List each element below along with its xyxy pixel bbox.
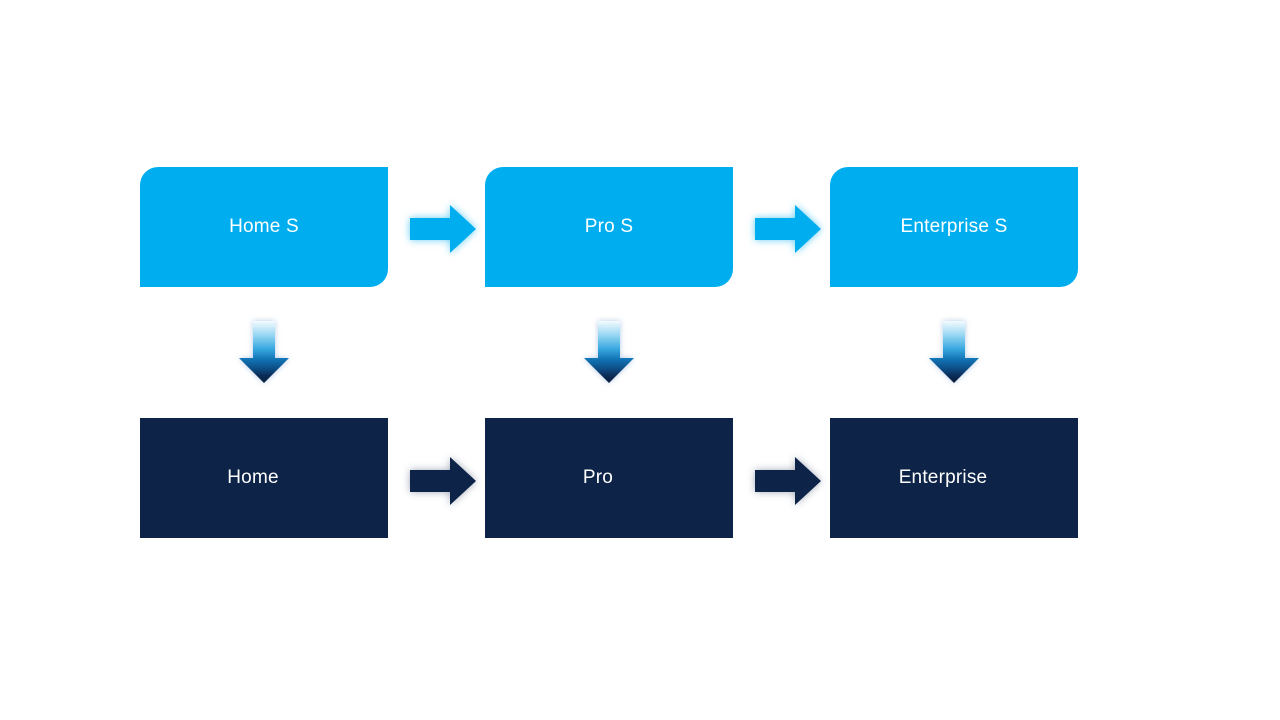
process-box-pro-s: Pro S [485, 167, 733, 287]
process-box-label: Home [227, 467, 279, 488]
down-arrow-icon [239, 321, 289, 383]
right-arrow-icon [755, 457, 821, 505]
right-arrow-home-to-pro [410, 457, 476, 505]
right-arrow-pro-s-to-enterprise-s [755, 205, 821, 253]
right-arrow-home-s-to-pro-s [410, 205, 476, 253]
right-arrow-icon [755, 205, 821, 253]
down-arrow-home-s-to-home [239, 321, 289, 383]
right-arrow-icon [410, 457, 476, 505]
process-box-label: Pro S [584, 216, 634, 237]
right-arrow-pro-to-enterprise [755, 457, 821, 505]
down-arrow-enterprise-s-to-enterprise [929, 321, 979, 383]
down-arrow-icon [584, 321, 634, 383]
process-box-pro: Pro [485, 418, 733, 538]
process-box-label: Pro [582, 467, 614, 488]
process-box-label: Home S [229, 216, 299, 237]
process-box-enterprise-s: Enterprise S [830, 167, 1078, 287]
down-arrow-icon [929, 321, 979, 383]
right-arrow-icon [410, 205, 476, 253]
process-box-home-s: Home S [140, 167, 388, 287]
process-box-home: Home [140, 418, 388, 538]
down-arrow-pro-s-to-pro [584, 321, 634, 383]
process-box-label: Enterprise S [900, 216, 1008, 237]
process-box-enterprise: Enterprise [830, 418, 1078, 538]
process-box-label: Enterprise [898, 467, 988, 488]
